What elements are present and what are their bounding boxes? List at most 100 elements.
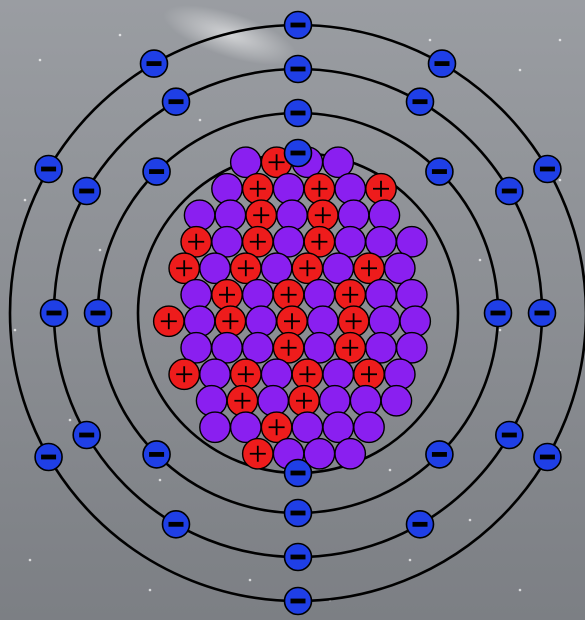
neutron	[350, 386, 380, 416]
neutron	[335, 174, 365, 204]
electron	[285, 140, 312, 167]
electron	[407, 511, 434, 538]
electron	[143, 441, 170, 468]
proton	[181, 227, 211, 257]
electron	[285, 56, 312, 83]
electron	[534, 444, 561, 471]
electron	[73, 422, 100, 449]
star	[429, 39, 432, 42]
star	[149, 589, 152, 592]
star	[249, 579, 252, 582]
proton	[338, 306, 368, 336]
electron	[285, 500, 312, 527]
neutron	[200, 359, 230, 389]
electron	[285, 588, 312, 615]
proton	[231, 359, 261, 389]
electron	[429, 50, 456, 77]
proton	[273, 280, 303, 310]
proton	[304, 227, 334, 257]
proton	[243, 227, 273, 257]
proton	[335, 280, 365, 310]
star	[389, 469, 392, 472]
neutron	[200, 253, 230, 283]
neutron	[381, 386, 411, 416]
neutron	[366, 280, 396, 310]
neutron	[258, 386, 288, 416]
neutron	[400, 306, 430, 336]
star	[24, 199, 27, 202]
proton	[292, 253, 322, 283]
neutron	[277, 200, 307, 230]
neutron	[261, 253, 291, 283]
electron	[163, 511, 190, 538]
proton	[308, 200, 338, 230]
proton	[273, 333, 303, 363]
star	[69, 419, 72, 422]
neutron	[246, 306, 276, 336]
neutron	[231, 412, 261, 442]
star	[14, 329, 17, 332]
star	[519, 589, 522, 592]
star	[99, 249, 102, 252]
neutron	[243, 280, 273, 310]
neutron	[369, 200, 399, 230]
star	[519, 69, 522, 72]
electron	[143, 158, 170, 185]
star	[119, 34, 122, 37]
neutron	[292, 412, 322, 442]
neutron	[304, 280, 334, 310]
neutron	[369, 306, 399, 336]
star	[199, 119, 202, 122]
electron	[35, 444, 62, 471]
proton	[261, 412, 291, 442]
proton	[354, 253, 384, 283]
neutron	[323, 412, 353, 442]
proton	[243, 439, 273, 469]
neutron	[323, 253, 353, 283]
proton	[335, 333, 365, 363]
star	[469, 519, 472, 522]
neutron	[323, 147, 353, 177]
neutron	[335, 439, 365, 469]
neutron	[215, 200, 245, 230]
electron	[407, 88, 434, 115]
neutron	[196, 386, 226, 416]
electron	[534, 156, 561, 183]
neutron	[181, 333, 211, 363]
neutron	[212, 227, 242, 257]
electron	[141, 50, 168, 77]
proton	[227, 386, 257, 416]
electron	[285, 100, 312, 127]
neutron	[181, 280, 211, 310]
proton	[289, 386, 319, 416]
star	[409, 559, 412, 562]
star	[39, 59, 42, 62]
electron	[285, 544, 312, 571]
neutron	[184, 306, 214, 336]
neutron	[200, 412, 230, 442]
proton	[154, 306, 184, 336]
electron	[73, 178, 100, 205]
neutron	[338, 200, 368, 230]
neutron	[397, 280, 427, 310]
neutron	[366, 333, 396, 363]
proton	[354, 359, 384, 389]
star	[159, 479, 162, 482]
neutron	[366, 227, 396, 257]
neutron	[273, 174, 303, 204]
electron	[426, 158, 453, 185]
electron	[285, 12, 312, 39]
neutron	[273, 227, 303, 257]
star	[499, 329, 502, 332]
neutron	[304, 333, 334, 363]
neutron	[212, 174, 242, 204]
neutron	[320, 386, 350, 416]
electron	[496, 178, 523, 205]
electron	[163, 88, 190, 115]
proton	[212, 280, 242, 310]
neutron	[335, 227, 365, 257]
proton	[304, 174, 334, 204]
proton	[277, 306, 307, 336]
